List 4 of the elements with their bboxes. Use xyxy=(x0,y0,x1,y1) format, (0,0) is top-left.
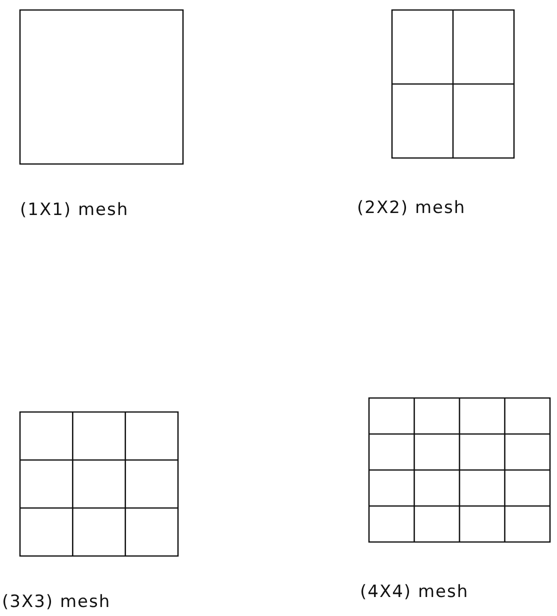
mesh-caption: (4X4) mesh xyxy=(360,582,469,602)
mesh-caption: (1X1) mesh xyxy=(20,200,129,220)
mesh-caption: (2X2) mesh xyxy=(357,198,466,218)
mesh-caption: (3X3) mesh xyxy=(2,592,111,612)
